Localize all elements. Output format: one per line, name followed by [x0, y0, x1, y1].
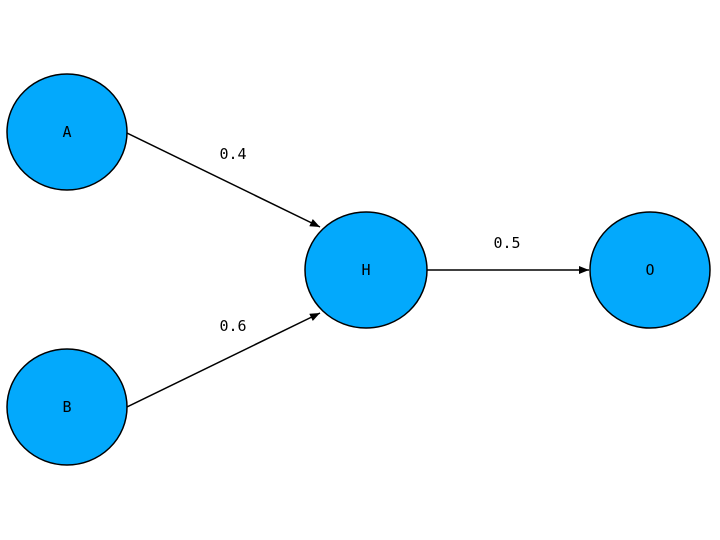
edge-weight-b-h: 0.6 [219, 317, 246, 335]
edge-b-to-h [126, 312, 321, 408]
node-h: H [304, 211, 428, 329]
edge-weight-h-o: 0.5 [493, 234, 520, 252]
edge-weight-a-h: 0.4 [219, 145, 246, 163]
nodes: A B H O [6, 73, 711, 466]
node-o: O [589, 211, 711, 329]
node-o-label: O [645, 261, 654, 279]
node-b-circle [6, 348, 128, 466]
node-a-label: A [62, 123, 71, 141]
node-b: B [6, 348, 128, 466]
node-h-label: H [361, 261, 370, 279]
node-b-label: B [62, 398, 71, 416]
node-a-circle [6, 73, 128, 191]
edges [126, 132, 589, 408]
node-o-circle [589, 211, 711, 329]
node-h-circle [304, 211, 428, 329]
edge-labels: 0.4 0.6 0.5 [219, 145, 520, 335]
node-a: A [6, 73, 128, 191]
edge-a-to-h [126, 132, 321, 228]
